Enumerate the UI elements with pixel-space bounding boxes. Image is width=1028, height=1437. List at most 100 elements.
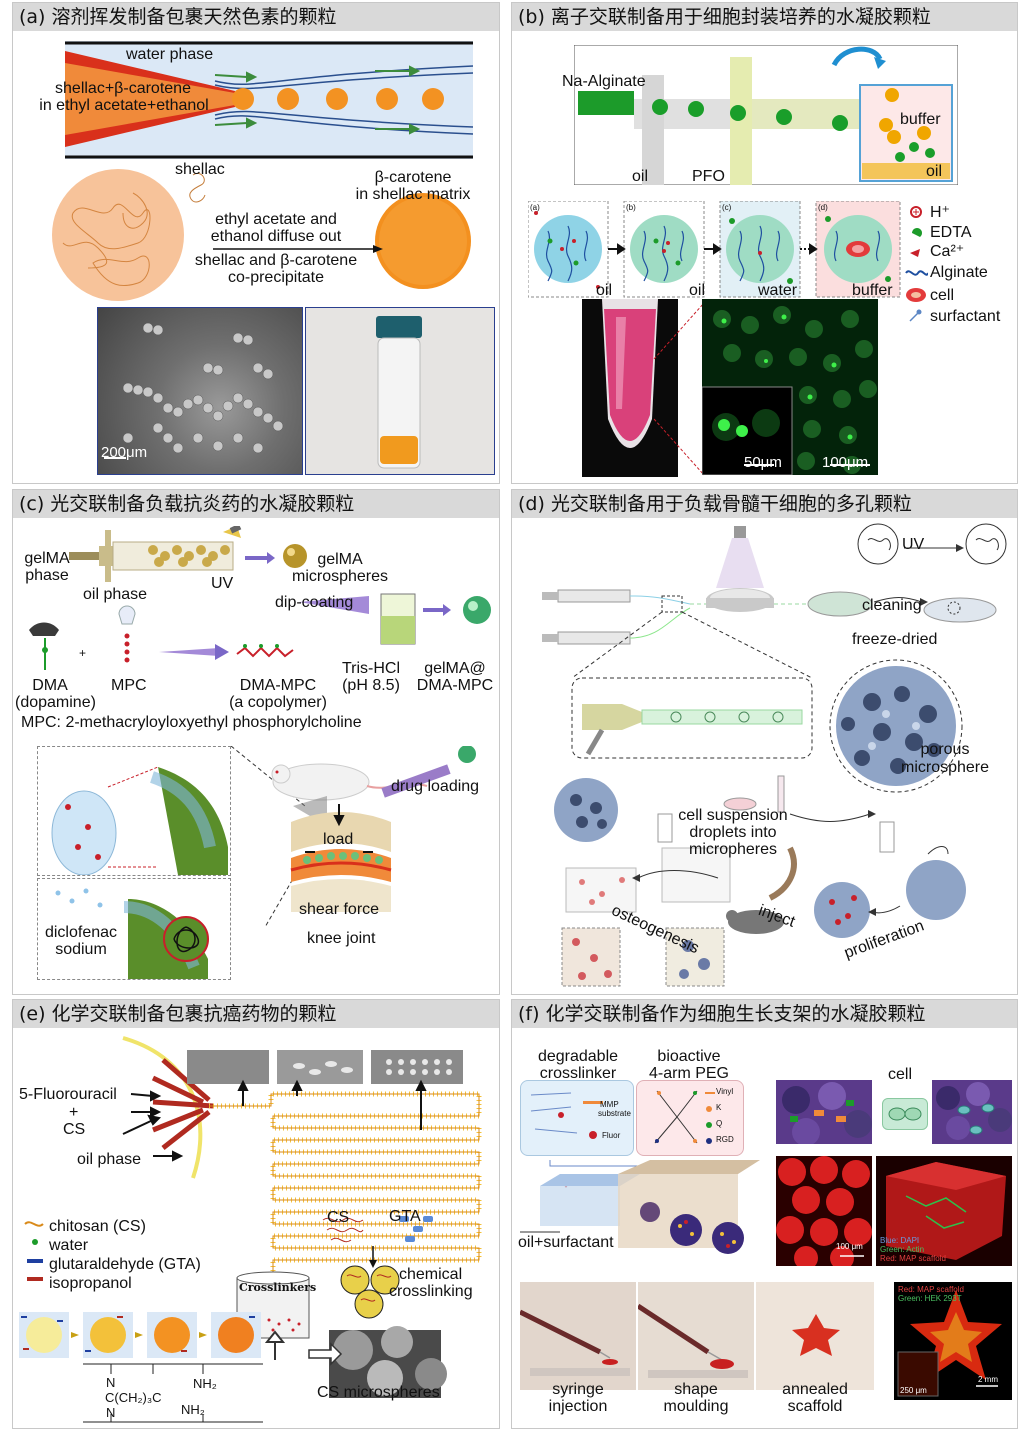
shellac-label: shellac [175, 161, 225, 178]
step-annealed-1: annealed [782, 1381, 848, 1398]
step-syringe-1: syringe [552, 1381, 604, 1398]
fluor-label: Fluor [602, 1131, 621, 1140]
cell-suspension-label-3: micropheres [688, 841, 778, 858]
formula-nh2-b: NH₂ [181, 1402, 205, 1417]
stage-label-water: water [758, 282, 798, 299]
cs-microspheres-label: CS microspheres [317, 1384, 440, 1401]
stain-blue-dapi: Blue: DAPI [880, 1236, 920, 1245]
peg-legend-vinyl: Vinyl [716, 1087, 734, 1096]
drug-loading-label: drug loading [391, 778, 480, 795]
step-annealed-2: scaffold [787, 1398, 843, 1415]
uv-reaction-label: UV [902, 536, 925, 553]
product-label-1: β-carotene [374, 169, 452, 186]
panel-e: (e) 化学交联制备包裹抗癌药物的颗粒 [12, 999, 500, 1429]
plus-label: + [79, 646, 87, 660]
vial-photo [305, 307, 495, 475]
red-microgel-photo: 100 μm [776, 1156, 872, 1270]
degradable-label-2: crosslinker [539, 1065, 617, 1082]
scaffold-schematic-1 [776, 1080, 872, 1146]
inlet-label-2: in ethyl acetate+ethanol [39, 97, 209, 114]
legend-ca: Ca²⁺ [930, 243, 965, 260]
product-label-2: in shellac matrix [355, 186, 471, 203]
step-syringe-2: injection [548, 1398, 608, 1415]
cs-input-label: CS [63, 1121, 86, 1138]
dma-label-2: (dopamine) [15, 694, 96, 711]
panel-d: (d) 光交联制备用于负载骨髓干细胞的多孔颗粒 [511, 489, 1018, 995]
porous-label-2: microsphere [900, 759, 990, 776]
zoom-dashed-lines [653, 302, 705, 476]
formula-chain: C(CH₂)₃C [105, 1390, 162, 1405]
star-scaffold-photo: Red: MAP scaffold Green: HEK 293T 250 μm… [894, 1282, 1012, 1400]
gelma-chip-diagram [69, 526, 307, 582]
gelation-stages-diagram [528, 201, 901, 298]
syringe-injection-photo [518, 1282, 636, 1390]
formula-n-bottom: N [106, 1405, 116, 1420]
stage-label-oil-2: oil [689, 282, 706, 299]
knee-joint-diagram [231, 746, 476, 926]
peg-legend-rgd: RGD [716, 1135, 734, 1144]
mmp-label-1: MMP [600, 1100, 619, 1109]
mmp-label-2: substrate [598, 1109, 631, 1118]
microfluidic-channel-diagram [65, 41, 473, 159]
e-oil-phase-label: oil phase [77, 1151, 142, 1168]
formula-n-top: N [106, 1375, 116, 1390]
peg-legend-k: K [716, 1103, 722, 1112]
water-phase-label: water phase [126, 46, 214, 63]
arrow-label-bottom-2: co-precipitate [227, 269, 325, 286]
stain2-green: Green: HEK 293T [898, 1294, 962, 1303]
tube-photo [582, 299, 678, 477]
cell-label: cell [888, 1066, 913, 1083]
panel-a: (a) 溶剂挥发制备包裹天然色素的颗粒 water phase shellac+… [12, 2, 500, 484]
fluorescence-micrograph: 50μm 100μm [701, 299, 878, 476]
microspheres-label-2: microspheres [291, 568, 389, 585]
arrow-label-top-1: ethyl acetate and [215, 211, 337, 228]
buffer-oil-label: oil [926, 163, 943, 180]
buffer-label: buffer [900, 111, 941, 128]
stage-sub-label-c: (c) [722, 203, 732, 212]
stage-sub-label-a: (a) [530, 203, 540, 212]
tris-label-2: (pH 8.5) [342, 677, 400, 694]
legend-water: water [49, 1237, 89, 1254]
legend-symbols [905, 206, 928, 322]
dma-mpc-label-1: DMA-MPC [239, 677, 317, 694]
shape-moulding-photo [636, 1282, 754, 1390]
gelma-phase-2: phase [25, 567, 69, 584]
dma-mpc-label-2: (a copolymer) [229, 694, 327, 711]
final-label-2: DMA-MPC [416, 677, 494, 694]
pfo-label: PFO [692, 168, 725, 185]
oil-surfactant-label: oil+surfactant [518, 1234, 614, 1251]
na-alginate-label: Na-Alginate [562, 73, 646, 90]
cell-schematic [882, 1098, 928, 1130]
shellac-droplet-illustration [52, 169, 471, 301]
oil-phase-label: oil phase [83, 586, 148, 603]
mpc-label: MPC [111, 677, 147, 694]
arrow-label-bottom-1: shellac and β-carotene [194, 252, 358, 269]
panel-b-title: (b) 离子交联制备用于细胞封装培养的水凝胶颗粒 [512, 3, 1017, 31]
dip-coating-label: dip-coating [275, 594, 354, 611]
stain2-red: Red: MAP scaffold [898, 1285, 964, 1294]
legend-surfactant: surfactant [930, 308, 1001, 325]
final-label-1: gelMA@ [424, 660, 486, 677]
mpc-definition: MPC: 2-methacryloyloxyethyl phosphorylch… [21, 714, 362, 731]
panel-c-title: (c) 光交联制备负载抗炎药的水凝胶颗粒 [13, 490, 499, 518]
coating-flow-diagram [29, 593, 491, 670]
step-shape-2: moulding [663, 1398, 729, 1415]
crosslinkers-label: Crosslinkers [239, 1281, 317, 1294]
legend-alginate: Alginate [930, 264, 988, 281]
panel-c: (c) 光交联制备负载抗炎药的水凝胶颗粒 gelMA phase oil pha… [12, 489, 500, 995]
panel-e-title: (e) 化学交联制备包裹抗癌药物的颗粒 [13, 1000, 499, 1028]
chemical-label-2: crosslinking [389, 1283, 473, 1300]
sem-micrograph: 200μm [97, 307, 303, 475]
panel-a-title: (a) 溶剂挥发制备包裹天然色素的颗粒 [13, 3, 499, 31]
gta-reagent-label: GTA [389, 1208, 421, 1225]
diclofenac-label-1: diclofenac [44, 924, 118, 941]
panel-b: (b) 离子交联制备用于细胞封装培养的水凝胶颗粒 Na-Alginate oil… [511, 2, 1018, 484]
mechanism-box-bottom [37, 878, 231, 980]
shear-force-label: shear force [299, 901, 380, 918]
cell-suspension-label-2: droplets into [689, 824, 777, 841]
alginate-chip-diagram [574, 45, 958, 185]
cs-reagent-label: CS [327, 1209, 350, 1226]
panel-f: (f) 化学交联制备作为细胞生长支架的水凝胶颗粒 degradable cros… [511, 999, 1018, 1429]
inset-scale-label: 50μm [744, 454, 782, 471]
formula-nh2-a: NH₂ [193, 1376, 217, 1391]
